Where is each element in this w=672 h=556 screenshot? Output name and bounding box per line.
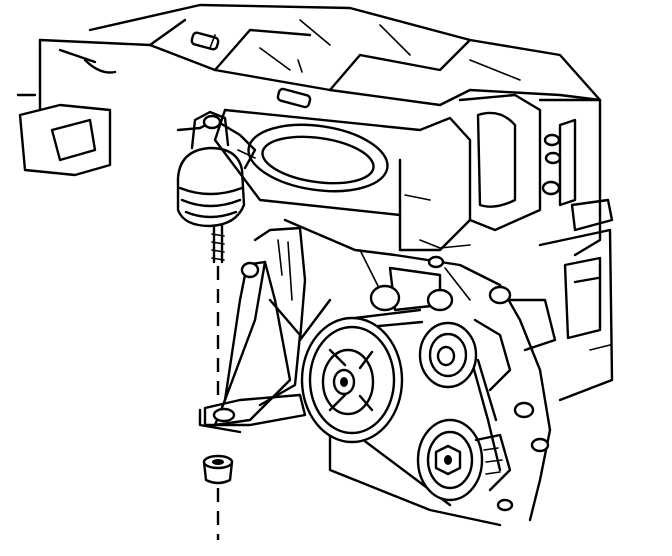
crankshaft-pulley [300,316,404,444]
idler-pulley [418,321,478,389]
frame-rail-bracket-left [16,38,117,177]
intake-manifold [38,3,602,109]
mount-bracket [198,226,332,434]
slot-cutout [276,87,312,109]
engine-mount [176,110,257,228]
frame-rail-bracket-right [458,93,614,402]
engine-block [283,218,557,527]
mount-nut [202,454,234,485]
bolts [427,255,550,512]
tensioner-pulley [416,418,512,502]
mount-stud [211,224,225,264]
engine-block-upper [213,108,472,252]
